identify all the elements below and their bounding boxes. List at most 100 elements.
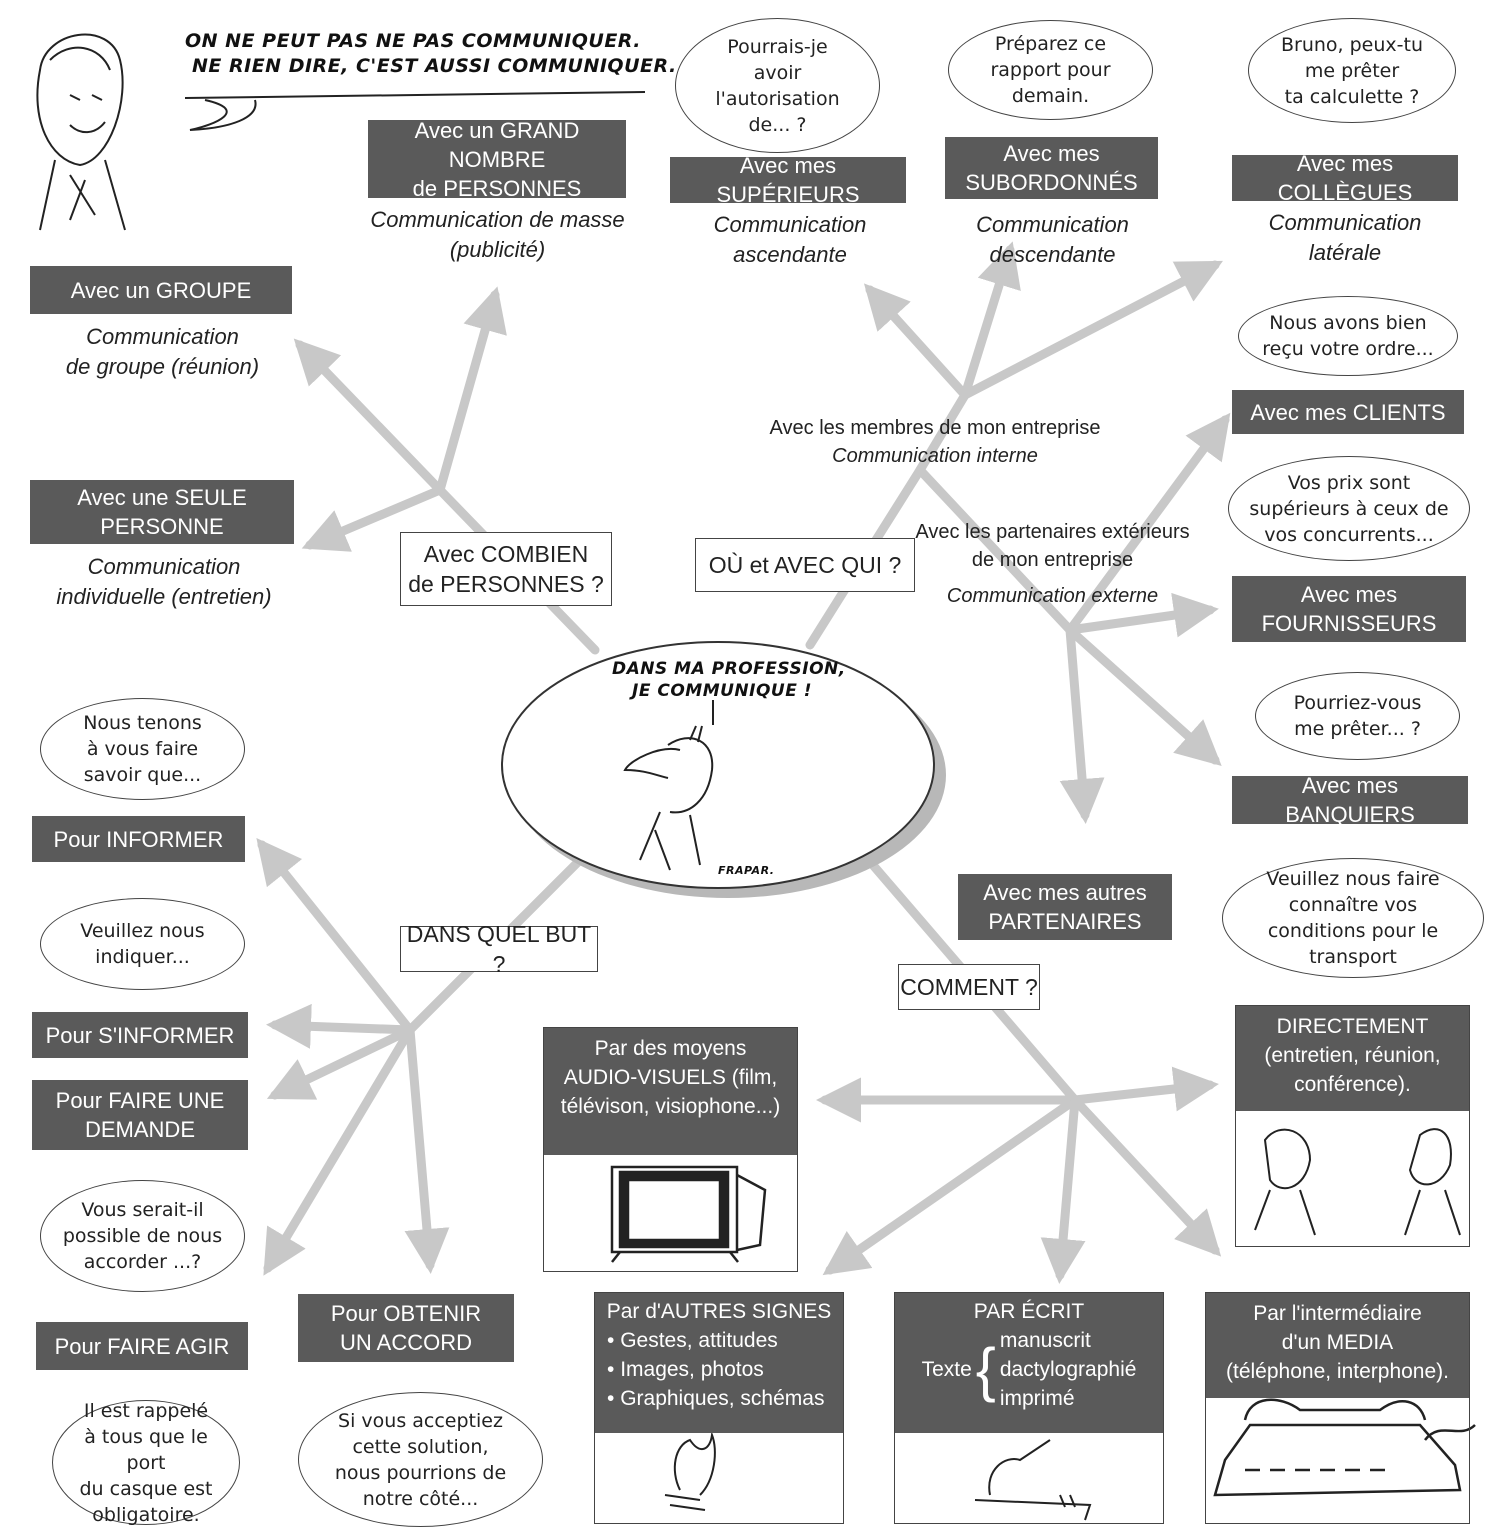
box-autres-line2: PARTENAIRES: [988, 909, 1142, 934]
bubble-accord-line1: Si vous acceptiez: [338, 1409, 503, 1432]
desc-superieurs-line1: Communication: [713, 212, 867, 237]
television-icon: [610, 1165, 767, 1263]
box-fournisseurs-line2: FOURNISSEURS: [1261, 611, 1437, 636]
panel-ecrit-texte: Texte: [921, 1358, 972, 1381]
brace-icon: {: [975, 1335, 996, 1403]
panel-audiovisuels-header: Par des moyens AUDIO-VISUELS (film, télé…: [544, 1028, 797, 1155]
box-demande: Pour FAIRE UNE DEMANDE: [32, 1080, 248, 1150]
bubble-demande: Vous serait-il possible de nous accorder…: [40, 1180, 245, 1292]
bubble-accord-line4: notre côté...: [362, 1487, 479, 1510]
bubble-fournisseurs: Vos prix sont supérieurs à ceux de vos c…: [1228, 456, 1470, 561]
bubble-accord: Si vous acceptiez cette solution, nous p…: [298, 1392, 543, 1527]
panel-media-line2: d'un MEDIA: [1281, 1331, 1394, 1354]
label-interne: Avec les membres de mon entreprise Commu…: [760, 414, 1110, 470]
box-superieurs: Avec mes SUPÉRIEURS: [670, 153, 906, 207]
arrow-lines: [256, 241, 1231, 1284]
writing-hand-icon: [974, 1439, 1092, 1521]
question-combien: Avec COMBIEN de PERSONNES ?: [400, 532, 612, 606]
panel-signes: Par d'AUTRES SIGNES • Gestes, attitudes …: [594, 1292, 844, 1524]
panel-ecrit-item1: manuscrit: [999, 1329, 1091, 1352]
bubble-fournisseurs-line1: Vos prix sont: [1287, 471, 1411, 494]
panel-signes-item1: Gestes, attitudes: [620, 1329, 778, 1352]
center-signature: FRAPAR.: [718, 864, 775, 877]
box-grand-nombre-line1: Avec un GRAND NOMBRE: [414, 117, 580, 172]
panel-signes-item: • Images, photos: [607, 1358, 764, 1381]
bubble-autres-line4: transport: [1309, 946, 1397, 968]
box-groupe: Avec un GROUPE: [30, 266, 292, 314]
label-externe-line1: Avec les partenaires extérieurs: [915, 521, 1190, 543]
box-grand-nombre: Avec un GRAND NOMBRE de PERSONNES: [368, 118, 626, 201]
box-subordonnes-line2: SUBORDONNÉS: [965, 170, 1138, 195]
bubble-subordonnes: Préparez ce rapport pour demain.: [948, 20, 1153, 120]
cartoon-head-icon: [36, 33, 126, 231]
bubble-superieurs-line4: de... ?: [748, 113, 807, 136]
panel-ecrit-title: PAR ÉCRIT: [973, 1300, 1085, 1323]
bubble-accord-line3: nous pourrions de: [334, 1461, 507, 1484]
bubble-superieurs-line1: Pourrais-je: [727, 35, 828, 58]
bubble-accord-line2: cette solution,: [352, 1435, 489, 1458]
desc-grand-nombre-line1: Communication de masse: [370, 207, 625, 232]
panel-ecrit: PAR ÉCRIT Texte { manuscrit dactylograph…: [894, 1292, 1164, 1524]
quote-tail: [189, 99, 257, 131]
box-banquiers: Avec mes BANQUIERS: [1232, 773, 1468, 827]
cartoon-man-icon: [623, 700, 714, 871]
bubble-superieurs-line2: avoir: [753, 61, 802, 84]
panel-audiovisuels: Par des moyens AUDIO-VISUELS (film, télé…: [543, 1027, 798, 1272]
bubble-banquiers-line1: Pourriez-vous: [1293, 692, 1422, 714]
panel-media-line3: (téléphone, interphone).: [1226, 1360, 1449, 1383]
bubble-clients: Nous avons bien reçu votre ordre...: [1238, 296, 1458, 376]
bubble-banquiers-line2: me prêter... ?: [1294, 718, 1421, 740]
panel-signes-header: Par d'AUTRES SIGNES • Gestes, attitudes …: [595, 1293, 843, 1433]
bubble-fournisseurs-line2: supérieurs à ceux de: [1249, 497, 1449, 520]
bubble-autres-partenaires: Veuillez nous faire connaître vos condit…: [1222, 858, 1484, 978]
panel-signes-item: • Gestes, attitudes: [607, 1329, 778, 1352]
bubble-sinformer: Veuillez nous indiquer...: [40, 898, 245, 990]
bubble-informer-line3: savoir que...: [83, 764, 202, 786]
bubble-superieurs: Pourrais-je avoir l'autorisation de... ?: [675, 18, 880, 153]
bubble-agir-line1: Il est rappelé: [83, 1399, 209, 1422]
bubble-agir-line2: à tous que le port: [84, 1425, 208, 1474]
bubble-collegues: Bruno, peux-tu me prêter ta calculette ?: [1248, 18, 1456, 123]
panel-media-line1: Par l'intermédiaire: [1253, 1302, 1422, 1325]
hand-gesture-icon: [664, 1431, 716, 1511]
panel-ecrit-header: PAR ÉCRIT Texte { manuscrit dactylograph…: [895, 1293, 1163, 1433]
box-autres-line1: Avec mes autres: [983, 880, 1147, 905]
box-clients: Avec mes CLIENTS: [1232, 390, 1464, 434]
panel-media-header: Par l'intermédiaire d'un MEDIA (téléphon…: [1206, 1293, 1469, 1398]
bubble-subordonnes-line2: rapport pour: [990, 59, 1111, 81]
bubble-collegues-line2: me prêter: [1304, 59, 1400, 82]
panel-media: Par l'intermédiaire d'un MEDIA (téléphon…: [1205, 1292, 1470, 1524]
two-people-icon: [1254, 1128, 1461, 1236]
panel-signes-item: • Graphiques, schémas: [607, 1387, 825, 1410]
question-ou: OÙ et AVEC QUI ?: [695, 538, 915, 592]
panel-signes-list: • Gestes, attitudes • Images, photos • G…: [601, 1326, 837, 1413]
panel-audiovisuels-line3: télévison, visiophone...): [560, 1095, 781, 1118]
desc-grand-nombre-line2: (publicité): [449, 237, 546, 262]
label-externe-line3: Communication externe: [946, 585, 1159, 607]
bubble-informer-line2: à vous faire: [86, 738, 199, 760]
header-quote-line2: NE RIEN DIRE, C'EST AUSSI COMMUNIQUER.: [192, 55, 677, 77]
box-accord: Pour OBTENIR UN ACCORD: [298, 1294, 514, 1362]
desc-groupe-line2: de groupe (réunion): [65, 354, 260, 379]
panel-audiovisuels-line2: AUDIO-VISUELS (film,: [563, 1066, 778, 1089]
box-seule-line2: PERSONNE: [100, 514, 224, 539]
label-externe: Avec les partenaires extérieurs de mon e…: [915, 518, 1190, 610]
bubble-fournisseurs-line3: vos concurrents...: [1264, 523, 1434, 546]
panel-signes-item3: Graphiques, schémas: [620, 1387, 825, 1410]
box-informer: Pour INFORMER: [32, 816, 245, 862]
bubble-autres-line2: connaître vos: [1288, 894, 1418, 916]
panel-directement-line1: DIRECTEMENT: [1276, 1015, 1429, 1038]
desc-grand-nombre: Communication de masse (publicité): [360, 205, 635, 265]
panel-signes-item2: Images, photos: [620, 1358, 764, 1381]
bubble-agir-line4: obligatoire.: [92, 1503, 200, 1526]
question-combien-line1: Avec COMBIEN: [423, 541, 589, 567]
box-seule: Avec une SEULE PERSONNE: [30, 480, 294, 544]
panel-ecrit-item2: dactylographié: [999, 1358, 1137, 1381]
center-ellipse: [501, 641, 935, 889]
box-fournisseurs: Avec mes FOURNISSEURS: [1232, 576, 1466, 642]
desc-superieurs-line2: ascendante: [733, 242, 847, 267]
desc-superieurs: Communication ascendante: [675, 210, 905, 270]
bubble-subordonnes-line3: demain.: [1011, 85, 1090, 107]
